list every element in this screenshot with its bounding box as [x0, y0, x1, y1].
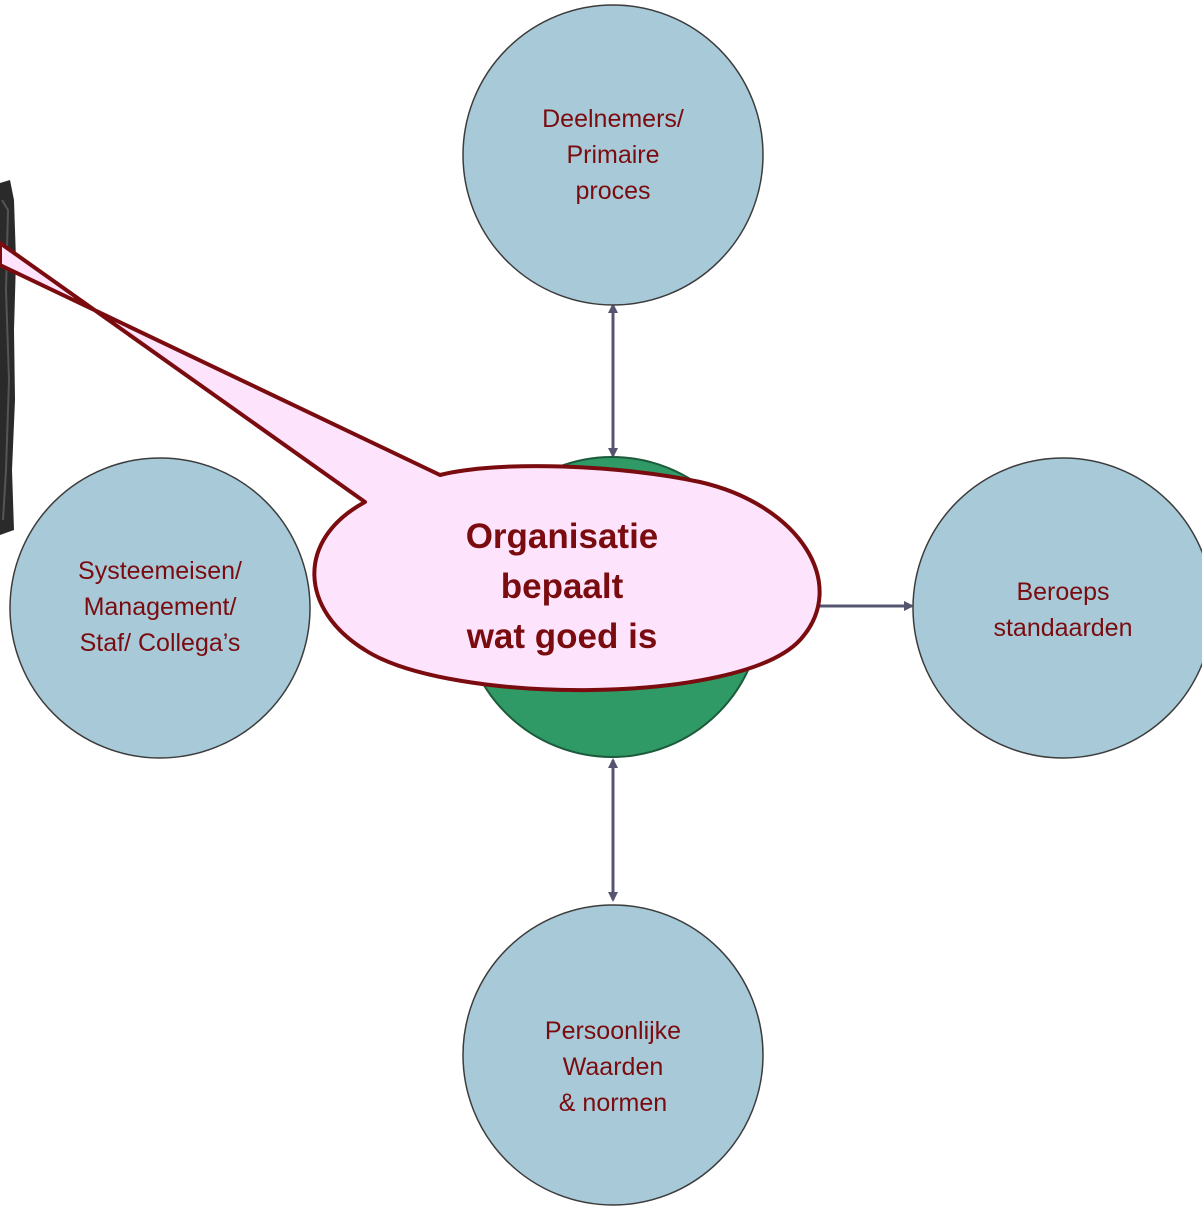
- node-top-line-2: Primaire: [566, 141, 659, 169]
- node-bottom-line-2: Waarden: [563, 1053, 664, 1081]
- callout-line-3: wat goed is: [466, 617, 658, 656]
- node-left-line-2: Management/: [84, 593, 237, 621]
- node-top-line-3: proces: [575, 177, 650, 205]
- node-left-line-1: Systeemeisen/: [78, 557, 242, 585]
- node-right: Beroeps standaarden: [912, 457, 1202, 759]
- node-right-line-2: standaarden: [993, 614, 1132, 642]
- node-bottom-line-3: & normen: [559, 1089, 667, 1117]
- node-top-line-1: Deelnemers/: [542, 105, 684, 133]
- person-silhouette-icon: [0, 180, 16, 535]
- node-right-line-1: Beroeps: [1016, 578, 1109, 606]
- node-top: Deelnemers/ Primaire proces: [462, 4, 764, 306]
- node-left-line-3: Staf/ Collega’s: [80, 629, 241, 657]
- callout-shape: [0, 241, 822, 692]
- node-bottom-line-1: Persoonlijke: [545, 1017, 681, 1045]
- node-bottom: Persoonlijke Waarden & normen: [462, 904, 764, 1206]
- callout-line-1: Organisatie: [466, 517, 659, 556]
- callout-line-2: bepaalt: [501, 567, 624, 606]
- speech-callout: Organisatie bepaalt wat goed is: [0, 241, 822, 692]
- node-left: Systeemeisen/ Management/ Staf/ Collega’…: [9, 457, 311, 759]
